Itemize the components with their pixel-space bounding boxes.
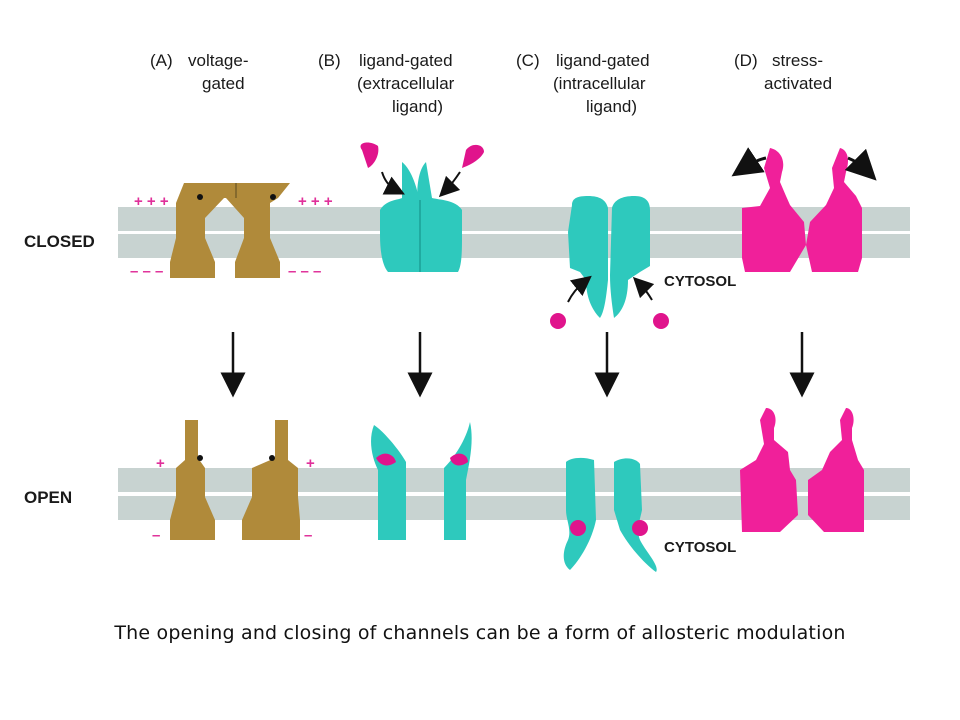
charge-plus-open-right: + [306, 455, 315, 472]
header-b-line1: ligand-gated [359, 51, 453, 70]
charge-minus-open-right: – [304, 527, 312, 544]
binding-arrow-c-left [567, 275, 592, 303]
header-d-line2: activated [764, 74, 832, 93]
charge-minus-closed-left: – – – [130, 263, 163, 280]
ligand-intracellular-channel-closed [568, 196, 650, 318]
charge-minus-closed-right: – – – [288, 263, 321, 280]
row-label-closed: CLOSED [24, 232, 95, 251]
stress-arrow-left [731, 147, 767, 177]
header-ligand-intracellular: (C) ligand-gated (intracellular ligand) [516, 51, 650, 116]
intracellular-ligand-right [653, 313, 669, 329]
header-letter-b: (B) [318, 51, 341, 70]
stress-channel-open [740, 408, 864, 532]
header-letter-d: (D) [734, 51, 758, 70]
charge-minus-open-left: – [152, 527, 160, 544]
ligand-extracellular-channel-closed [380, 162, 462, 272]
stress-channel-closed [742, 148, 862, 272]
extracellular-ligand-closed [360, 142, 484, 168]
header-d-line1: stress- [772, 51, 823, 70]
header-c-line2: (intracellular [553, 74, 646, 93]
header-ligand-extracellular: (B) ligand-gated (extracellular ligand) [318, 51, 455, 116]
header-letter-c: (C) [516, 51, 540, 70]
header-stress-activated: (D) stress- activated [734, 51, 832, 93]
intracellular-ligand-left [550, 313, 566, 329]
stress-arrow-right [844, 148, 877, 181]
cytosol-label-closed: CYTOSOL [664, 273, 736, 290]
figure-caption: The opening and closing of channels can … [114, 622, 846, 644]
header-letter-a: (A) [150, 51, 173, 70]
header-a-line1: voltage- [188, 51, 248, 70]
ligand-extracellular-channel-open [371, 422, 472, 540]
header-b-line2: (extracellular [357, 74, 455, 93]
header-b-line3: ligand) [392, 97, 443, 116]
binding-arrow-b-right [438, 171, 461, 198]
charge-plus-closed-right: + + + [298, 193, 333, 210]
binding-arrow-c-right [632, 276, 655, 301]
charge-plus-open-left: + [156, 455, 165, 472]
header-voltage-gated: (A) voltage- gated [150, 51, 248, 93]
row-label-open: OPEN [24, 488, 72, 507]
ligand-intracellular-channel-open [563, 457, 657, 572]
binding-arrow-b-left [381, 171, 405, 195]
header-c-line1: ligand-gated [556, 51, 650, 70]
cytosol-label-open: CYTOSOL [664, 539, 736, 556]
header-c-line3: ligand) [586, 97, 637, 116]
voltage-channel-open [170, 420, 300, 540]
voltage-channel-closed [170, 183, 290, 278]
charge-plus-closed-left: + + + [134, 193, 169, 210]
header-a-line2: gated [202, 74, 245, 93]
